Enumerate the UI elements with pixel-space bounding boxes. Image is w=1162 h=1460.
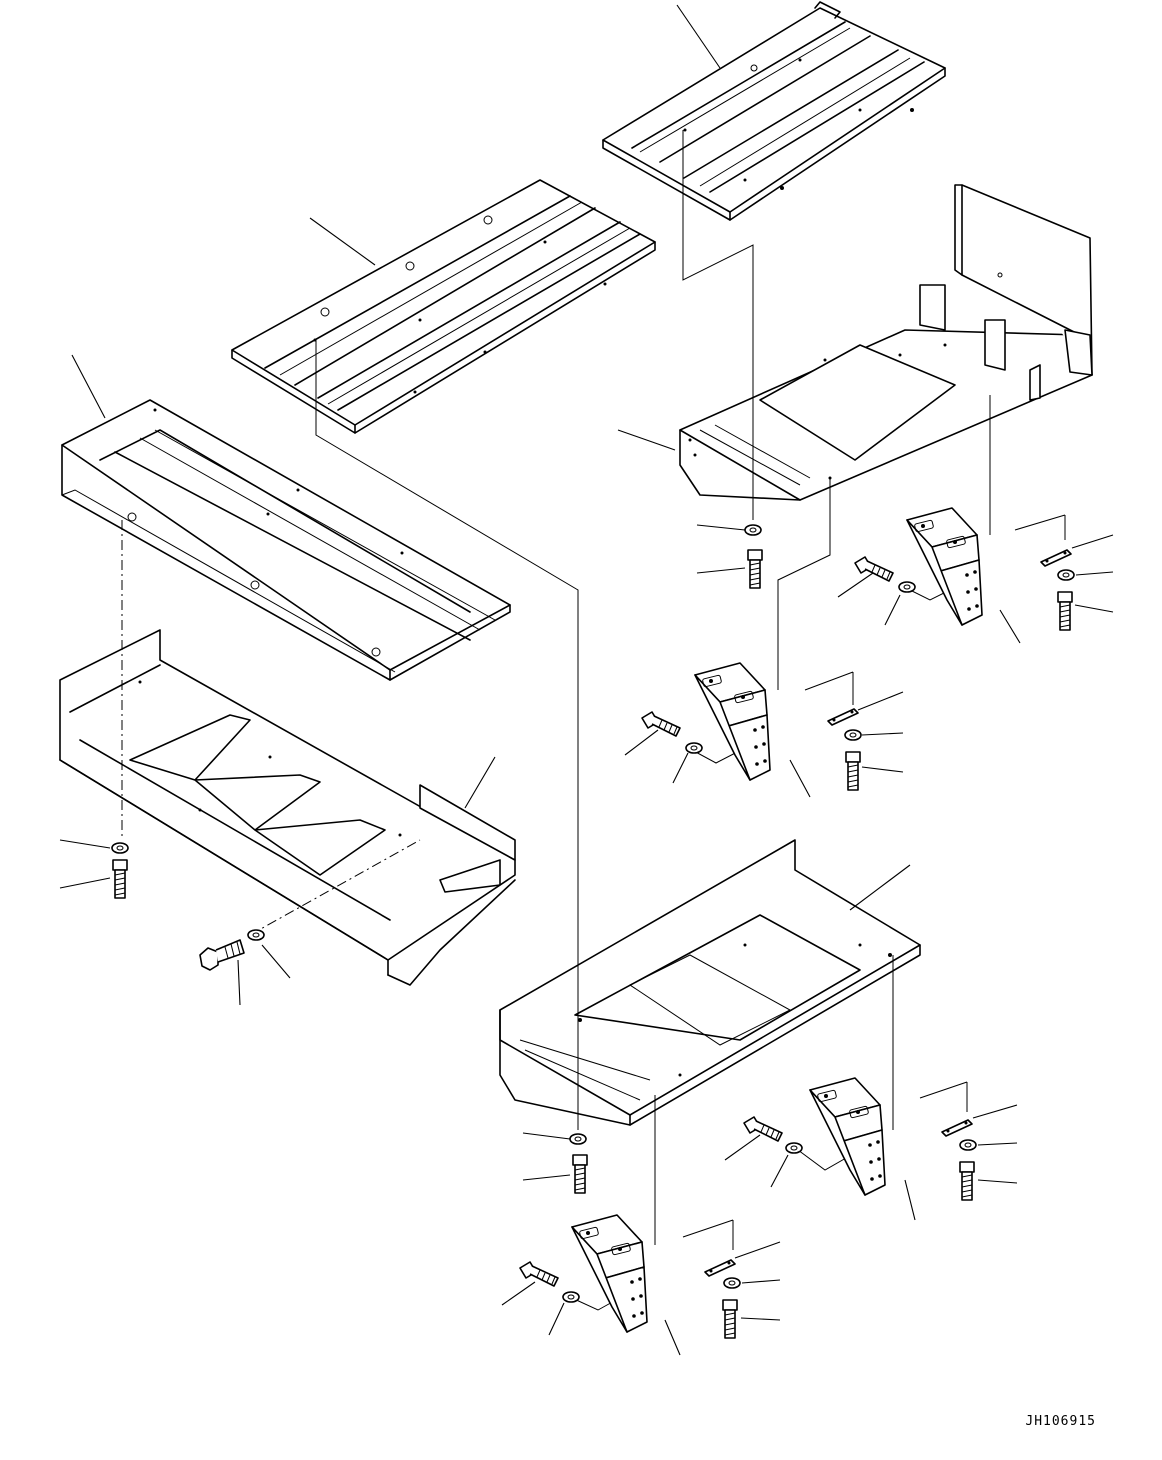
leader-line [849, 864, 911, 911]
callout-leaders [59, 524, 1114, 1356]
bolt [722, 1299, 738, 1339]
washer [569, 1133, 587, 1145]
bolt [199, 939, 245, 971]
bolt [747, 549, 763, 589]
floor-plate-left [61, 399, 511, 681]
leader-line [676, 4, 721, 69]
drawing-id-label: JH106915 [1025, 1414, 1096, 1429]
bolt [519, 1261, 559, 1287]
mount-bracket [571, 1214, 648, 1333]
mount-bracket [906, 507, 983, 626]
washer [723, 1277, 741, 1289]
leader-line [617, 429, 676, 451]
mount-bracket [694, 662, 771, 781]
shim-plate [704, 1259, 736, 1277]
washer [111, 842, 129, 854]
bolt [845, 751, 861, 791]
washer [844, 729, 862, 741]
frame-right [679, 184, 1093, 501]
floor-plate-upper-right [602, 1, 946, 221]
washer [685, 742, 703, 754]
bolt [1057, 591, 1073, 631]
leader-line [464, 756, 496, 809]
assembly-guides [121, 130, 1066, 1311]
washer [898, 581, 916, 593]
mount-bracket [809, 1077, 886, 1196]
shim-plate [941, 1119, 973, 1137]
bolt [641, 711, 681, 737]
frame-left [59, 629, 516, 986]
shim-plate [827, 708, 859, 726]
washer [562, 1291, 580, 1303]
washer [959, 1139, 977, 1151]
bolt [572, 1154, 588, 1194]
bolt [854, 556, 894, 582]
bolt [743, 1116, 783, 1142]
leader-line [309, 217, 376, 266]
bolt [959, 1161, 975, 1201]
washer [247, 929, 265, 941]
bolt [112, 859, 128, 899]
frame-lower [499, 839, 921, 1126]
washer [1057, 569, 1075, 581]
washer [785, 1142, 803, 1154]
washer [744, 524, 762, 536]
floor-plate-center [231, 179, 656, 434]
shim-plate [1040, 549, 1072, 567]
leader-line [71, 354, 106, 419]
